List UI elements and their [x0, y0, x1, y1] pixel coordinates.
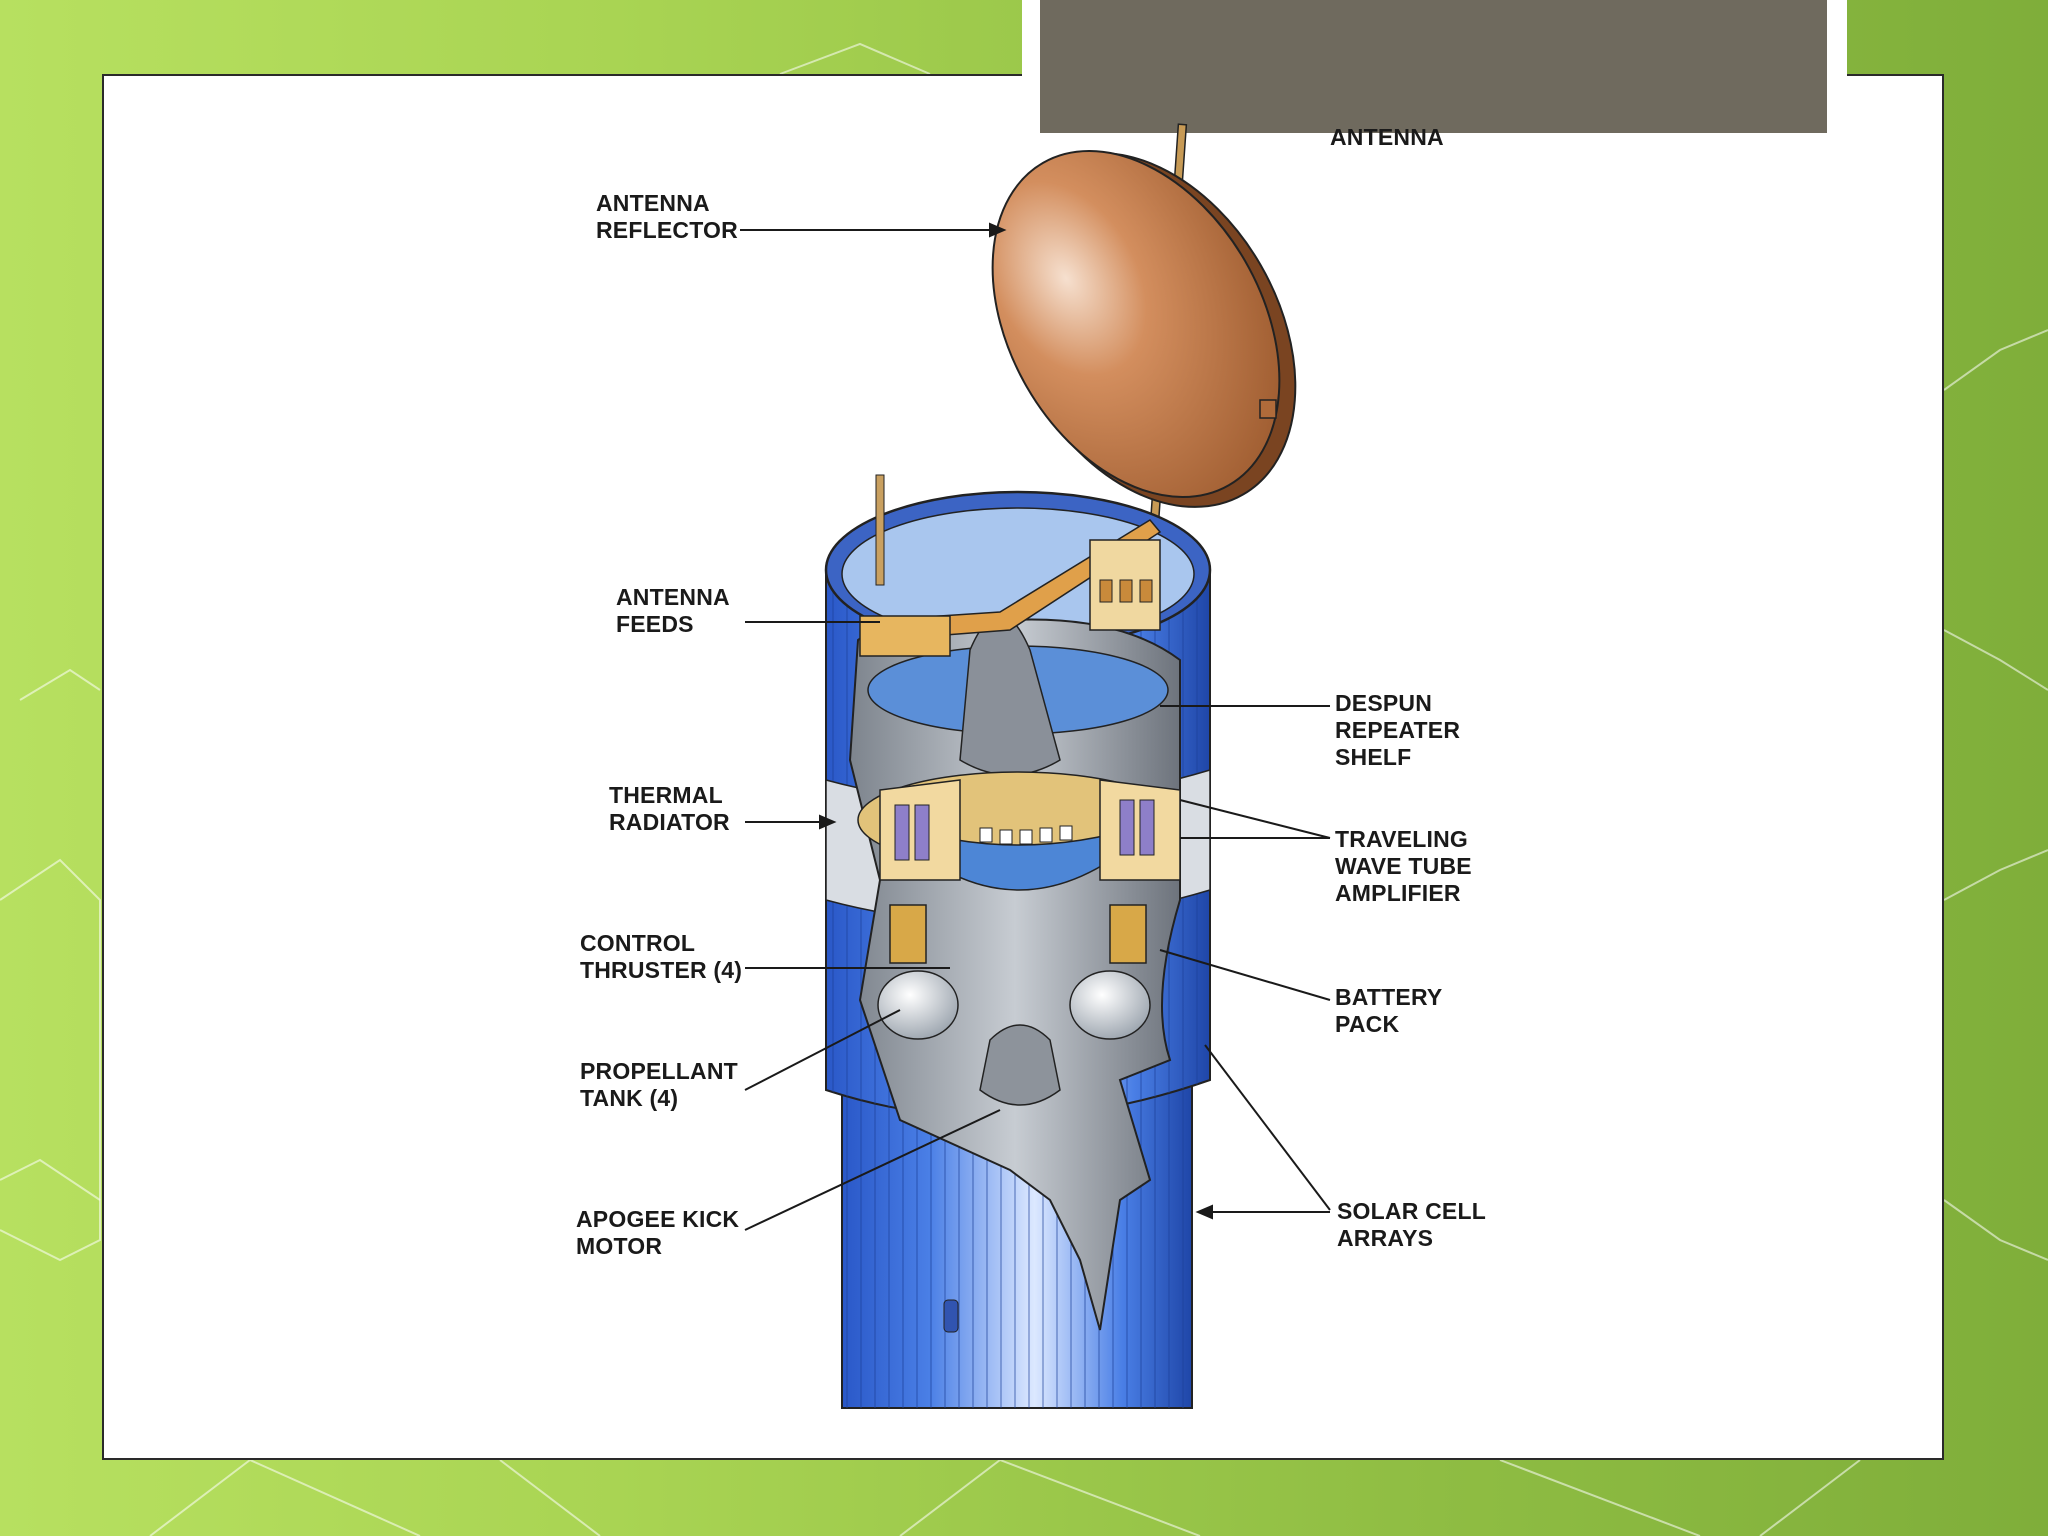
twt-amplifier-panels — [879, 779, 1181, 881]
label-antenna-top: ANTENNA — [1330, 124, 1444, 150]
label-antenna-reflector: ANTENNA REFLECTOR — [596, 190, 738, 243]
label-solar-cell-arrays: SOLAR CELL ARRAYS — [1337, 1198, 1486, 1251]
label-control-thruster: CONTROL THRUSTER (4) — [580, 930, 743, 983]
battery-packs — [889, 904, 1147, 964]
satellite-body — [824, 474, 1212, 1409]
title-bar — [1040, 0, 1827, 133]
label-propellant-tank: PROPELLANT TANK (4) — [580, 1058, 738, 1111]
propellant-tanks — [877, 970, 1151, 1040]
label-thermal-radiator: THERMAL RADIATOR — [609, 782, 730, 835]
antenna-feed-arm — [859, 519, 1162, 657]
label-traveling-wave-tube-amplifier: TRAVELING WAVE TUBE AMPLIFIER — [1335, 826, 1472, 906]
leader-lines — [740, 222, 1331, 1231]
label-despun-repeater-shelf: DESPUN REPEATER SHELF — [1335, 690, 1461, 770]
apogee-kick-motor — [979, 1024, 1061, 1106]
label-battery-pack: BATTERY PACK — [1335, 984, 1443, 1037]
antenna-reflector-dish — [991, 150, 1297, 508]
label-apogee-kick-motor: APOGEE KICK MOTOR — [576, 1206, 740, 1259]
label-antenna-feeds: ANTENNA FEEDS — [616, 584, 730, 637]
